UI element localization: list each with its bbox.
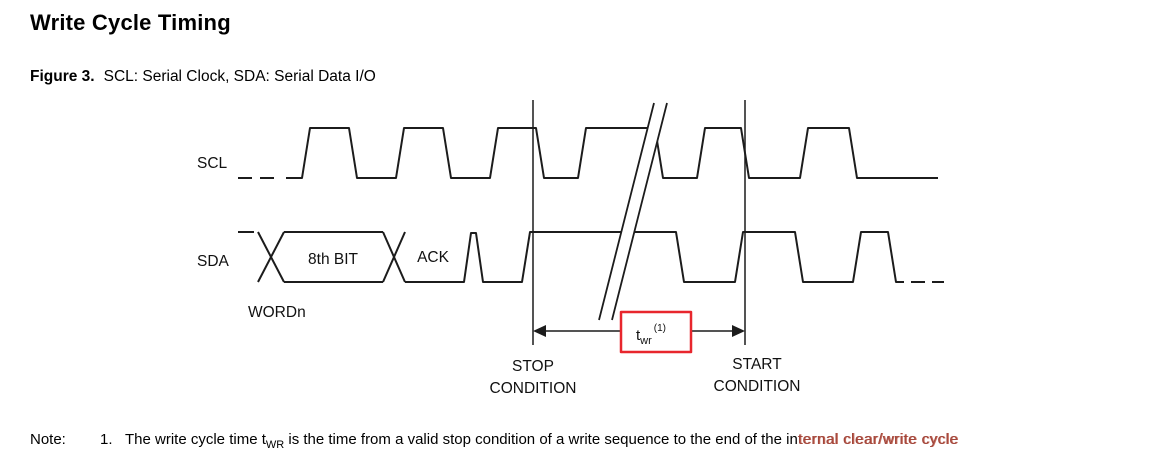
twr-label-base: t: [636, 327, 641, 344]
twr-label-subscript: wr: [639, 335, 652, 347]
twr-label-superscript: (1): [654, 323, 666, 334]
start-condition-label-line2: CONDITION: [714, 378, 801, 395]
bit8-label: 8th BIT: [308, 251, 358, 268]
stop-condition-label-line1: STOP: [512, 358, 554, 375]
sda-waveform: [405, 231, 904, 283]
note-text-watermarked-tail: ternal clear/write cycle: [797, 431, 959, 448]
stop-condition-label-line2: CONDITION: [490, 380, 577, 397]
timing-diagram: SCL SDA WORDn 8th BIT ACK STOP CONDITION…: [197, 100, 944, 397]
note-text-subscript: WR: [265, 439, 285, 451]
twr-label: twr(1): [636, 323, 666, 347]
twr-arrowhead-right: [732, 325, 745, 337]
note-number: 1.: [100, 431, 113, 448]
twr-arrowhead-left: [533, 325, 546, 337]
scl-waveform: [286, 127, 938, 179]
wordn-label: WORDn: [248, 304, 306, 321]
break-slash-marks: [598, 102, 668, 321]
sda-crossover-1: [257, 231, 285, 283]
figure-caption: Figure 3. SCL: Serial Clock, SDA: Serial …: [30, 68, 376, 86]
twr-highlight-box: [619, 310, 693, 354]
start-condition-label-line1: START: [732, 356, 782, 373]
note-text-before: The write cycle time t: [125, 431, 266, 448]
ack-label: ACK: [417, 249, 450, 266]
figure-caption-text: SCL: Serial Clock, SDA: Serial Data I/O: [103, 68, 376, 85]
note-text: The write cycle time tWR is the time fro…: [125, 431, 958, 451]
sda-label: SDA: [197, 253, 230, 270]
sda-bit8-rails: [284, 231, 383, 283]
figure-label: Figure 3.: [30, 68, 95, 85]
scl-label: SCL: [197, 155, 228, 172]
page-title: Write Cycle Timing: [30, 10, 231, 35]
sda-crossover-2: [382, 231, 406, 283]
note-label: Note:: [30, 431, 66, 448]
break-mask: [599, 103, 667, 320]
note-text-after: is the time from a valid stop condition …: [284, 431, 798, 448]
